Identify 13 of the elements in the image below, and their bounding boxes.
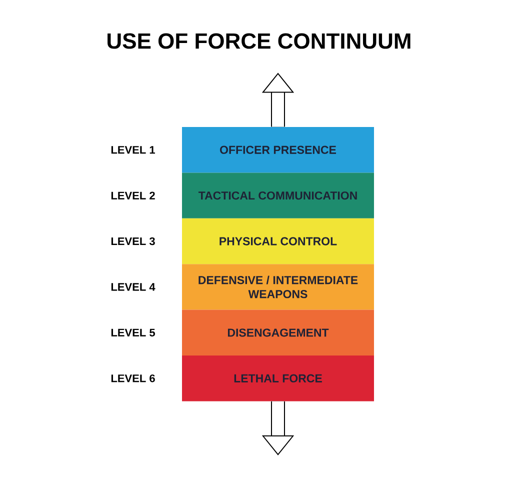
level-band: TACTICAL COMMUNICATION bbox=[182, 172, 374, 218]
level-band: LETHAL FORCE bbox=[182, 356, 374, 402]
level-band: DEFENSIVE / INTERMEDIATE WEAPONS bbox=[182, 264, 374, 310]
level-label: LEVEL 6 bbox=[111, 374, 155, 382]
level-label: LEVEL 3 bbox=[111, 237, 155, 246]
title: USE OF FORCE CONTINUUM bbox=[108, 33, 410, 49]
level-band: DISENGAGEMENT bbox=[182, 310, 374, 356]
level-label: LEVEL 5 bbox=[111, 328, 155, 336]
level-label: LEVEL 1 bbox=[111, 146, 155, 154]
level-label: LEVEL 2 bbox=[111, 192, 155, 200]
level-band: PHYSICAL CONTROL bbox=[182, 218, 374, 264]
level-label: LEVEL 4 bbox=[111, 283, 156, 291]
level-band: OFFICER PRESENCE bbox=[182, 127, 374, 173]
